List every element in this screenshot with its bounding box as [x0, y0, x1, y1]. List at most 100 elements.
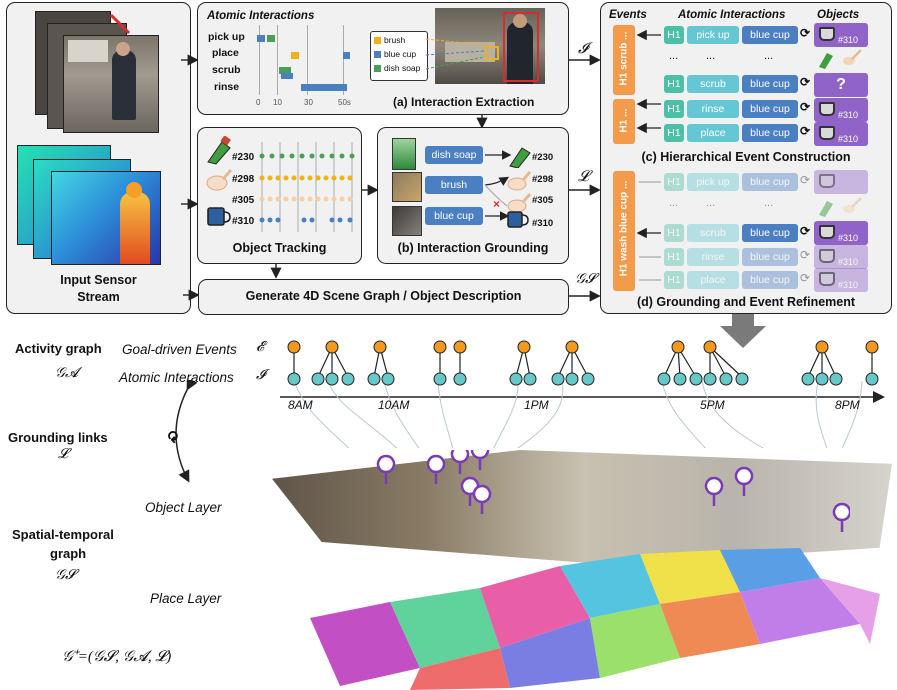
timeline-chart	[255, 25, 353, 97]
top-act-4: place	[687, 124, 739, 142]
tick-0: 0	[256, 98, 261, 107]
legend-item-0: brush	[384, 35, 406, 45]
interaction-extraction-panel: Atomic Interactions pick up place scrub …	[197, 2, 569, 115]
row-label-2: scrub	[212, 64, 241, 76]
tick-3: 50s	[338, 98, 351, 107]
blue-cup-icon-b	[507, 211, 529, 228]
cup-thumb	[392, 206, 422, 236]
time-1pm: 1PM	[524, 398, 549, 412]
top-arrows	[181, 54, 601, 302]
event-wash-label: H1 wash blue cup ...	[618, 180, 630, 277]
brush-icon	[206, 169, 232, 191]
top-h1-1: ...	[669, 50, 679, 62]
soap-brush-icon-bot	[819, 197, 862, 217]
row-label-0: pick up	[208, 31, 245, 43]
grounding-item-brush: brush	[425, 176, 483, 194]
top-slot-2: ?	[814, 73, 868, 97]
top-link-4: ⟳	[800, 124, 811, 138]
tick-1: 10	[273, 98, 282, 107]
bottom-row-arrows	[636, 181, 661, 281]
track-id-230: #230	[232, 152, 255, 163]
blue-cup-icon	[207, 207, 231, 226]
top-act-0: pick up	[687, 26, 739, 44]
activity-timeline	[280, 340, 885, 448]
mug-icon-top-0	[819, 27, 835, 41]
place-layer-label: Place Layer	[150, 591, 222, 606]
top-h1-3: H1	[664, 100, 684, 118]
legend-item-2: dish soap	[384, 63, 421, 73]
header-events: Events	[609, 9, 647, 21]
bot-link-0: ⟳	[800, 173, 811, 187]
mug-icon-top-4	[819, 126, 835, 140]
time-8pm: 8PM	[835, 398, 860, 412]
brush-thumb	[392, 172, 422, 202]
bot-obj-4: blue cup	[742, 271, 798, 289]
grounding-id-310: #310	[532, 218, 554, 229]
symbol-Gs-top: 𝒢𝓢	[575, 272, 596, 287]
symbol-I-top: 𝓘	[578, 41, 589, 57]
bot-obj-1: ...	[764, 197, 774, 209]
grounding-item-dish-soap: dish soap	[425, 146, 483, 164]
extraction-caption: (a) Interaction Extraction	[393, 95, 535, 109]
grounding-caption: (b) Interaction Grounding	[397, 241, 549, 255]
depth-frame-front	[51, 171, 161, 265]
bot-h1-3: H1	[664, 248, 684, 266]
spatial-temporal-label-1: Spatial-temporal	[12, 527, 114, 542]
top-h1-0: H1	[664, 26, 684, 44]
dish-soap-icon-b	[509, 147, 531, 168]
object-tracking-panel: #230 #298 #305 #310 Object Tracking	[197, 127, 362, 264]
track-id-305: #305	[232, 195, 255, 206]
object-pins	[376, 450, 850, 532]
scene-mesh	[272, 450, 892, 565]
top-link-2: ⟳	[800, 75, 811, 89]
top-obj-3: blue cup	[742, 100, 798, 118]
top-obj-4: blue cup	[742, 124, 798, 142]
bot-act-1: ...	[706, 197, 716, 209]
soap-thumb	[392, 138, 416, 170]
rgb-frame-front	[63, 35, 159, 133]
grounding-item-blue-cup: blue cup	[425, 207, 483, 225]
top-act-1: ...	[706, 50, 716, 62]
bot-obj-3: blue cup	[742, 248, 798, 266]
input-label-line1: Input Sensor	[60, 273, 137, 287]
time-5pm: 5PM	[700, 398, 725, 412]
row-label-3: rinse	[214, 81, 240, 93]
row-label-1: place	[212, 47, 239, 59]
e-symbol: 𝓔	[256, 340, 265, 355]
legend-item-1: blue cup	[384, 49, 417, 59]
legend-connectors	[426, 38, 485, 70]
bot-link-2: ⟳	[800, 224, 811, 238]
scene-graph-generator: Generate 4D Scene Graph / Object Descrip…	[198, 279, 569, 315]
top-obj-2: blue cup	[742, 75, 798, 93]
bot-act-2: scrub	[687, 224, 739, 242]
top-act-2: scrub	[687, 75, 739, 93]
down-arrow-icon	[720, 314, 766, 348]
caption-c: (c) Hierarchical Event Construction	[641, 150, 851, 164]
mug-icon-bot-2	[819, 225, 835, 239]
top-h1-2: H1	[664, 75, 684, 93]
symbol-L-top: 𝓛	[578, 169, 589, 185]
track-id-310: #310	[232, 216, 255, 227]
track-id-298: #298	[232, 174, 255, 185]
grounding-id-298: #298	[532, 174, 554, 185]
event-scrub-label: H1 scrub ...	[618, 31, 630, 86]
bot-act-0: pick up	[687, 173, 739, 191]
red-arrow-icon	[109, 13, 131, 35]
legend-box: brush blue cup dish soap	[370, 31, 428, 81]
scene-photo	[435, 8, 545, 84]
mug-icon-bot-0	[819, 174, 835, 188]
event-scrub-bar: H1 scrub ...	[613, 25, 635, 95]
top-h1-4: H1	[664, 124, 684, 142]
bot-act-3: rinse	[687, 248, 739, 266]
tracking-caption: Object Tracking	[232, 241, 327, 255]
brush-icon-b	[507, 171, 532, 191]
spatial-temporal-label-2: graph	[50, 546, 87, 561]
top-act-3: rinse	[687, 100, 739, 118]
object-layer-label: Object Layer	[145, 500, 222, 515]
event-h1-bar: H1 ...	[613, 99, 635, 144]
bot-link-4: ⟳	[800, 271, 811, 285]
caption-d: (d) Grounding and Event Refinement	[636, 295, 856, 309]
bot-h1-1: ...	[669, 197, 679, 209]
event-construction-panel: Events Atomic Interactions Objects H1 sc…	[600, 2, 892, 314]
activity-graph-label: Activity graph	[15, 341, 102, 356]
